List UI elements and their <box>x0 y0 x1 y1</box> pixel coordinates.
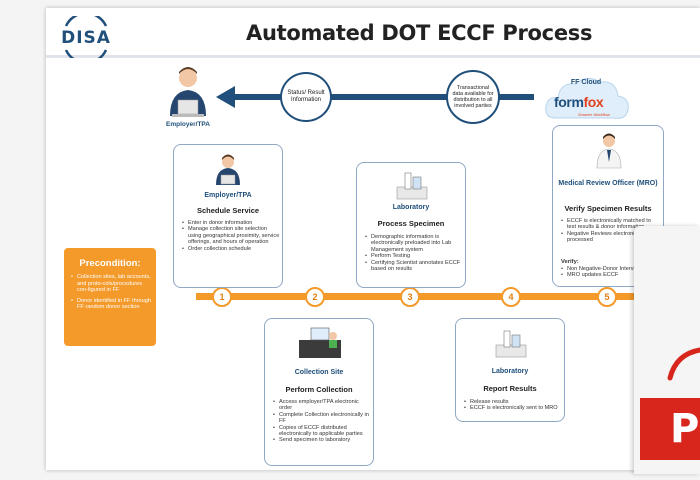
list-item: Access employer/TPA electronic order <box>273 399 371 412</box>
status-result-bubble: Status/ Result Information <box>280 72 332 122</box>
step-5-circle: 5 <box>597 287 617 307</box>
employer-icon <box>216 154 240 185</box>
precondition-box: Precondition: Collection sites, lab acco… <box>64 248 156 346</box>
collection-site-icon <box>299 327 341 358</box>
verify-list: Non Negative-Donor Interview MRO updates… <box>561 266 661 279</box>
logo-text: DISA <box>61 28 111 48</box>
list-item: Negative Reviews electronically processe… <box>561 231 661 244</box>
transactional-bubble-text: Transactional data available for distrib… <box>452 85 494 109</box>
step-1-circle: 1 <box>212 287 232 307</box>
laboratory-icon <box>495 330 527 358</box>
step-4-list: Release results ECCF is electronically s… <box>464 399 562 412</box>
step-3-title: Process Specimen <box>377 219 445 228</box>
process-timeline <box>196 293 700 300</box>
brand-letter-glyph: P <box>670 406 700 452</box>
employer-top-label: Employer/TPA <box>166 121 210 128</box>
step-3-list: Demographic information is electronicall… <box>365 234 463 272</box>
page-title: Automated DOT ECCF Process <box>246 21 593 45</box>
step-2-role: Collection Site <box>294 369 344 376</box>
transactional-data-bubble: Transactional data available for distrib… <box>446 70 500 124</box>
step-4-circle: 4 <box>501 287 521 307</box>
step-5-role: Medical Review Officer (MRO) <box>558 180 658 187</box>
precondition-title: Precondition: <box>79 258 141 269</box>
list-item: Demographic information is electronicall… <box>365 234 463 253</box>
list-item: Release results <box>464 399 562 406</box>
list-item: Certifying Scientist annotates ECCF base… <box>365 260 463 273</box>
step-1-list: Enter in donor information Manage collec… <box>182 220 280 252</box>
formfox-fox-text: fox <box>583 94 604 110</box>
list-item: ECCF is electronically sent to MRO <box>464 405 562 412</box>
flow-arrow-head <box>216 86 235 108</box>
doctor-icon <box>596 133 622 169</box>
step-3-role: Laboratory <box>392 204 430 211</box>
cloud-icon <box>545 78 629 119</box>
laboratory-icon <box>396 172 428 200</box>
step-3-circle: 3 <box>400 287 420 307</box>
list-item: Perform Testing <box>365 253 463 260</box>
step-4-title: Report Results <box>483 384 537 393</box>
flow-arrow-line <box>234 94 534 100</box>
step-4-box: Laboratory Report Results Release result… <box>455 318 565 422</box>
formfox-form-text: form <box>554 94 584 110</box>
ff-cloud: FF Cloud formfox Smarter Workflow <box>542 72 630 124</box>
header-bar: DISA Automated DOT ECCF Process <box>46 8 700 58</box>
step-4-role: Laboratory <box>491 368 529 375</box>
list-item: Order collection schedule <box>182 246 280 253</box>
list-item: ECCF is electronically matched to test r… <box>561 218 661 231</box>
employer-person-icon <box>170 67 206 117</box>
list-item: Complete Collection electronically in FF <box>273 412 371 425</box>
list-item: Copies of ECCF distributed electronicall… <box>273 425 371 438</box>
brand-swoosh-icon <box>667 347 700 381</box>
list-item: Enter in donor information <box>182 220 280 227</box>
step-2-title: Perform Collection <box>285 385 353 394</box>
precondition-list: Collection sites, lab accounts, and prot… <box>71 274 153 315</box>
step-3-box: Laboratory Process Specimen Demographic … <box>356 162 466 288</box>
formfox-tagline: Smarter Workflow <box>578 112 610 117</box>
precondition-item: Donor identified in FF through FF random… <box>71 298 153 311</box>
list-item: MRO updates ECCF <box>561 272 661 279</box>
brand-red-block <box>640 398 700 460</box>
step-5-title: Verify Specimen Results <box>564 204 652 213</box>
step-2-box: Collection Site Perform Collection Acces… <box>264 318 374 466</box>
step-1-title: Schedule Service <box>196 206 260 215</box>
formfox-logo: formfox <box>554 94 604 110</box>
step-1-box: Employer/TPA Schedule Service Enter in d… <box>173 144 283 288</box>
list-item: Non Negative-Donor Interview <box>561 266 661 273</box>
step-1-role: Employer/TPA <box>204 192 252 199</box>
verify-label: Verify: <box>561 259 579 265</box>
disa-logo: DISA <box>60 16 112 58</box>
process-diagram-page: DISA Automated DOT ECCF Process Employer… <box>46 8 700 470</box>
precondition-item: Collection sites, lab accounts, and prot… <box>71 274 153 294</box>
step-2-circle: 2 <box>305 287 325 307</box>
ff-cloud-label: FF Cloud <box>570 79 602 86</box>
list-item: Manage collection site selection using g… <box>182 226 280 245</box>
logo-arc-icon <box>64 16 108 58</box>
list-item: Send specimen to laboratory <box>273 437 371 444</box>
step-2-list: Access employer/TPA electronic order Com… <box>273 399 371 444</box>
status-bubble-text: Status/ Result Information <box>287 90 325 103</box>
step-5-list: ECCF is electronically matched to test r… <box>561 218 661 244</box>
side-overlay-panel[interactable]: P <box>634 226 700 474</box>
